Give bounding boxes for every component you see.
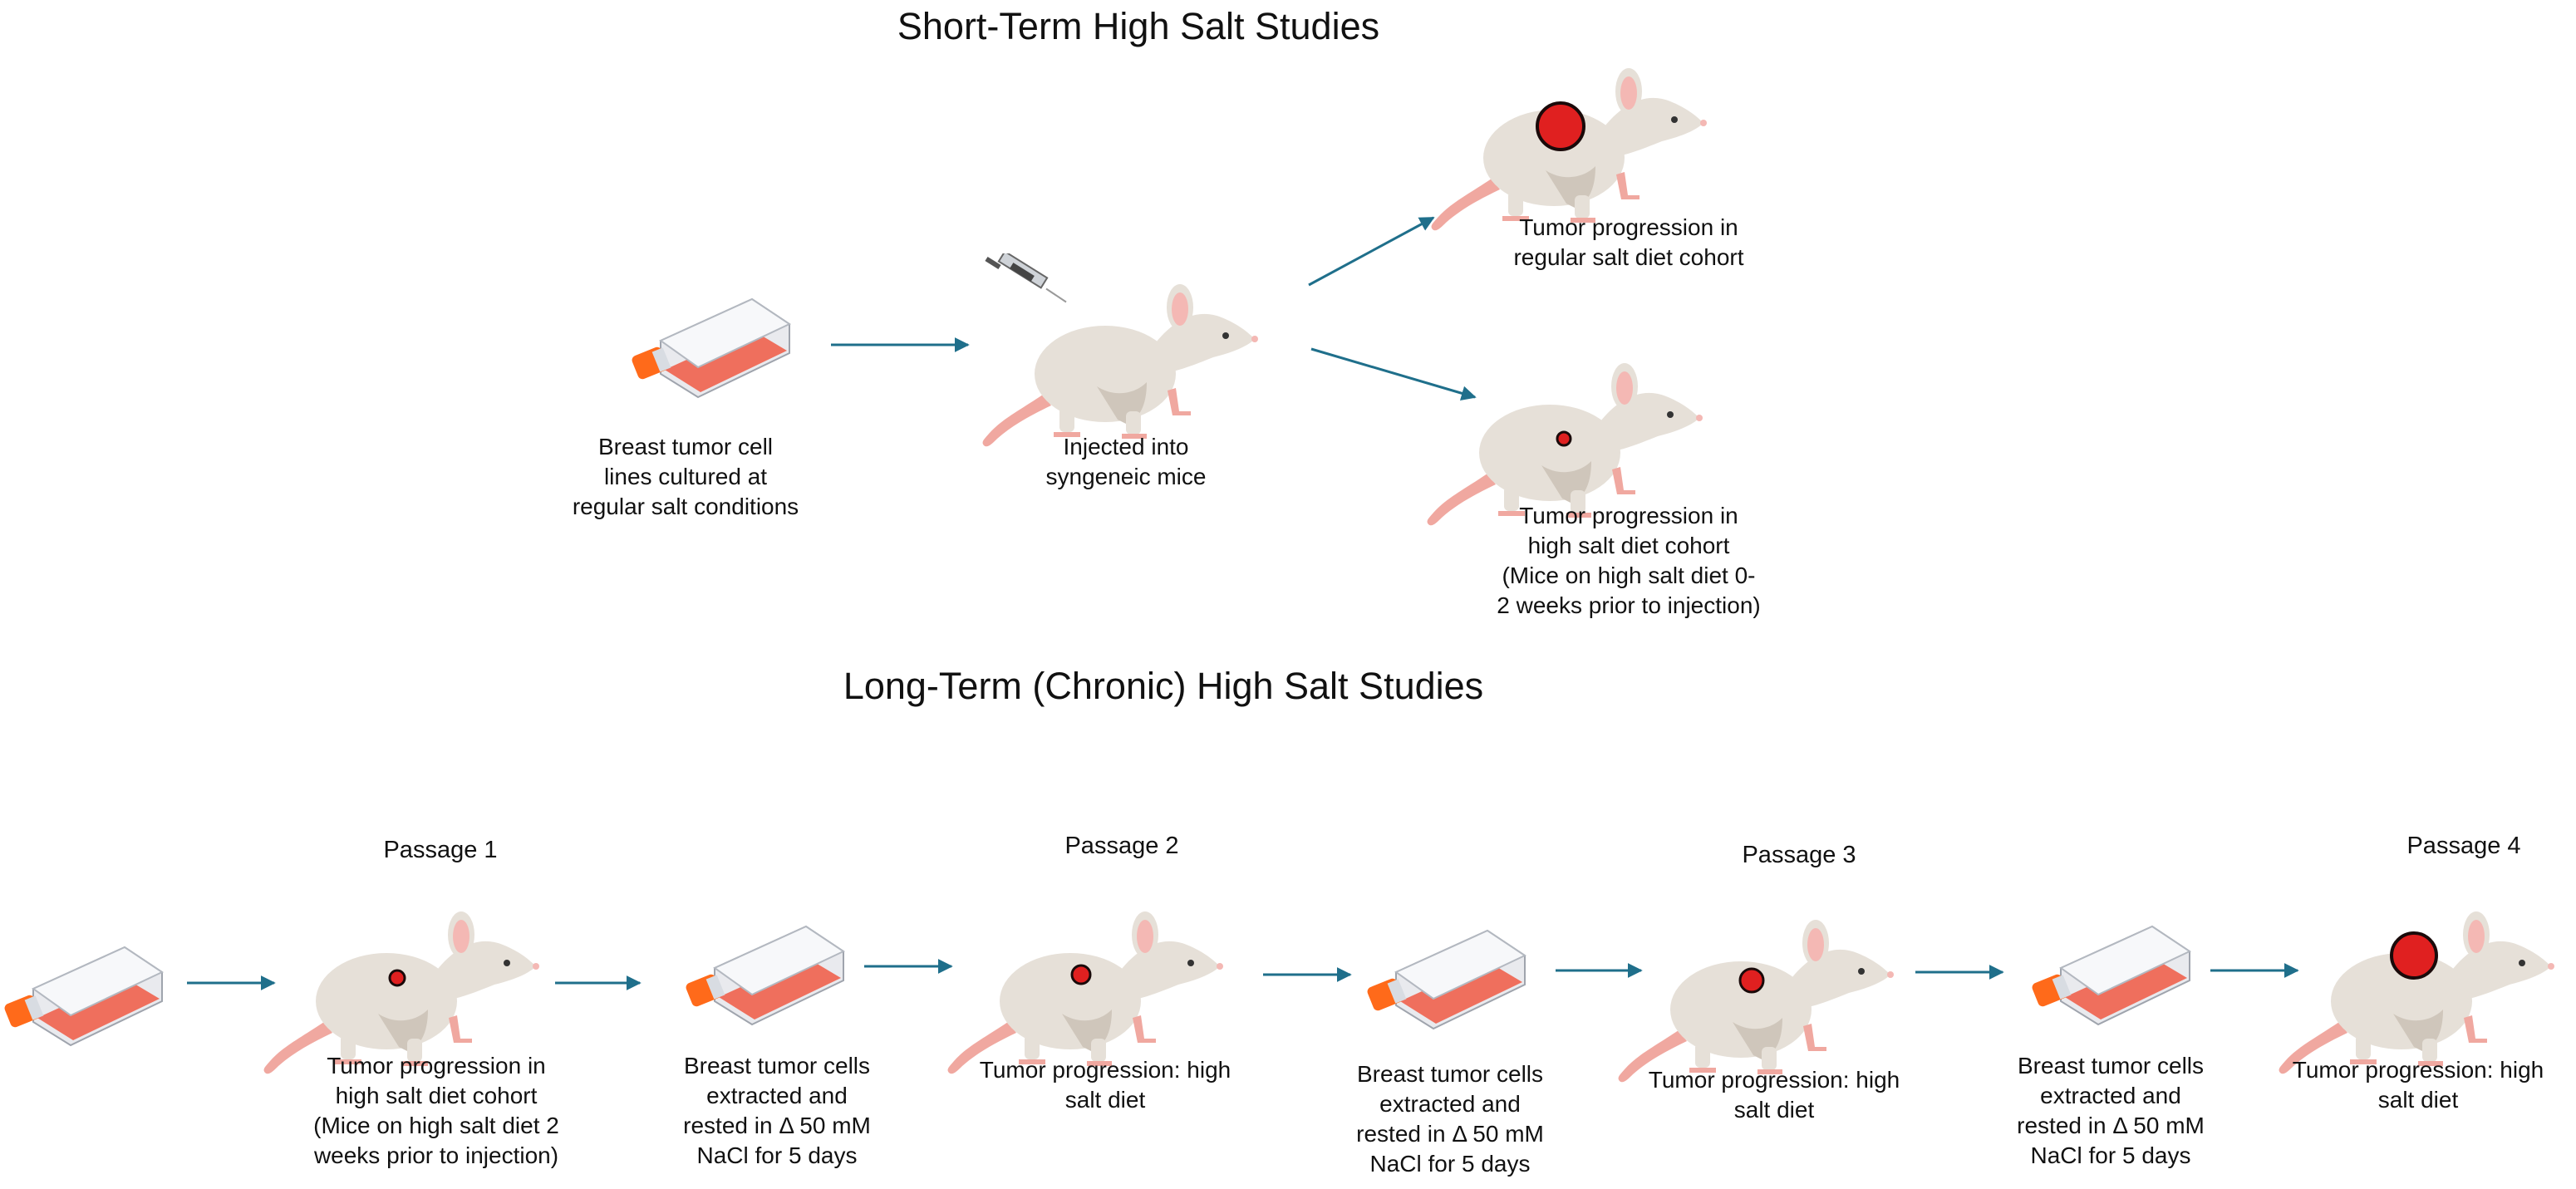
extract-caption-1: Breast tumor cells extracted and rested … — [683, 1053, 871, 1168]
culture-flask-icon — [1364, 930, 1526, 1029]
syringe-icon — [986, 252, 1066, 302]
progression-caption-4: Tumor progression: high salt diet — [2292, 1057, 2544, 1113]
short-term-heading: Short-Term High Salt Studies — [897, 5, 1380, 47]
tumor-passage2-icon — [1070, 964, 1092, 985]
culture-flask-icon — [2, 946, 164, 1046]
passage-3-label: Passage 3 — [1742, 842, 1856, 868]
mouse-passage1-icon — [263, 911, 539, 1074]
arrow — [1310, 347, 1477, 401]
progression-caption-3: Tumor progression: high salt diet — [1648, 1067, 1900, 1123]
large-tumor-icon — [1536, 101, 1585, 151]
flask-caption: Breast tumor cell lines cultured at regu… — [572, 434, 799, 519]
mouse-passage2-icon — [947, 911, 1223, 1074]
long-term-heading: Long-Term (Chronic) High Salt Studies — [843, 665, 1484, 707]
culture-flask-icon — [683, 926, 844, 1025]
regular-salt-caption: Tumor progression in regular salt diet c… — [1513, 214, 1744, 270]
culture-flask-icon — [629, 298, 790, 398]
tumor-passage3-icon — [1738, 967, 1765, 994]
small-tumor-icon — [1556, 430, 1572, 447]
progression-caption-2: Tumor progression: high salt diet — [979, 1057, 1231, 1113]
high-salt-caption: Tumor progression in high salt diet coho… — [1497, 503, 1761, 618]
tumor-passage1-icon — [388, 969, 406, 987]
passage-1-label: Passage 1 — [383, 837, 498, 863]
extract-caption-3: Breast tumor cells extracted and rested … — [2017, 1053, 2205, 1168]
mouse-passage3-icon — [1618, 920, 1894, 1083]
passage-2-label: Passage 2 — [1064, 833, 1179, 859]
arrow — [1308, 216, 1435, 287]
mouse-injected-icon — [982, 284, 1258, 447]
passage-1-caption: Tumor progression in high salt diet coho… — [313, 1053, 559, 1168]
culture-flask-icon — [2029, 926, 2190, 1025]
extract-caption-2: Breast tumor cells extracted and rested … — [1356, 1061, 1544, 1177]
passage-4-label: Passage 4 — [2406, 833, 2521, 859]
injected-caption: Injected into syngeneic mice — [1045, 434, 1207, 489]
tumor-passage4-icon — [2390, 931, 2438, 980]
